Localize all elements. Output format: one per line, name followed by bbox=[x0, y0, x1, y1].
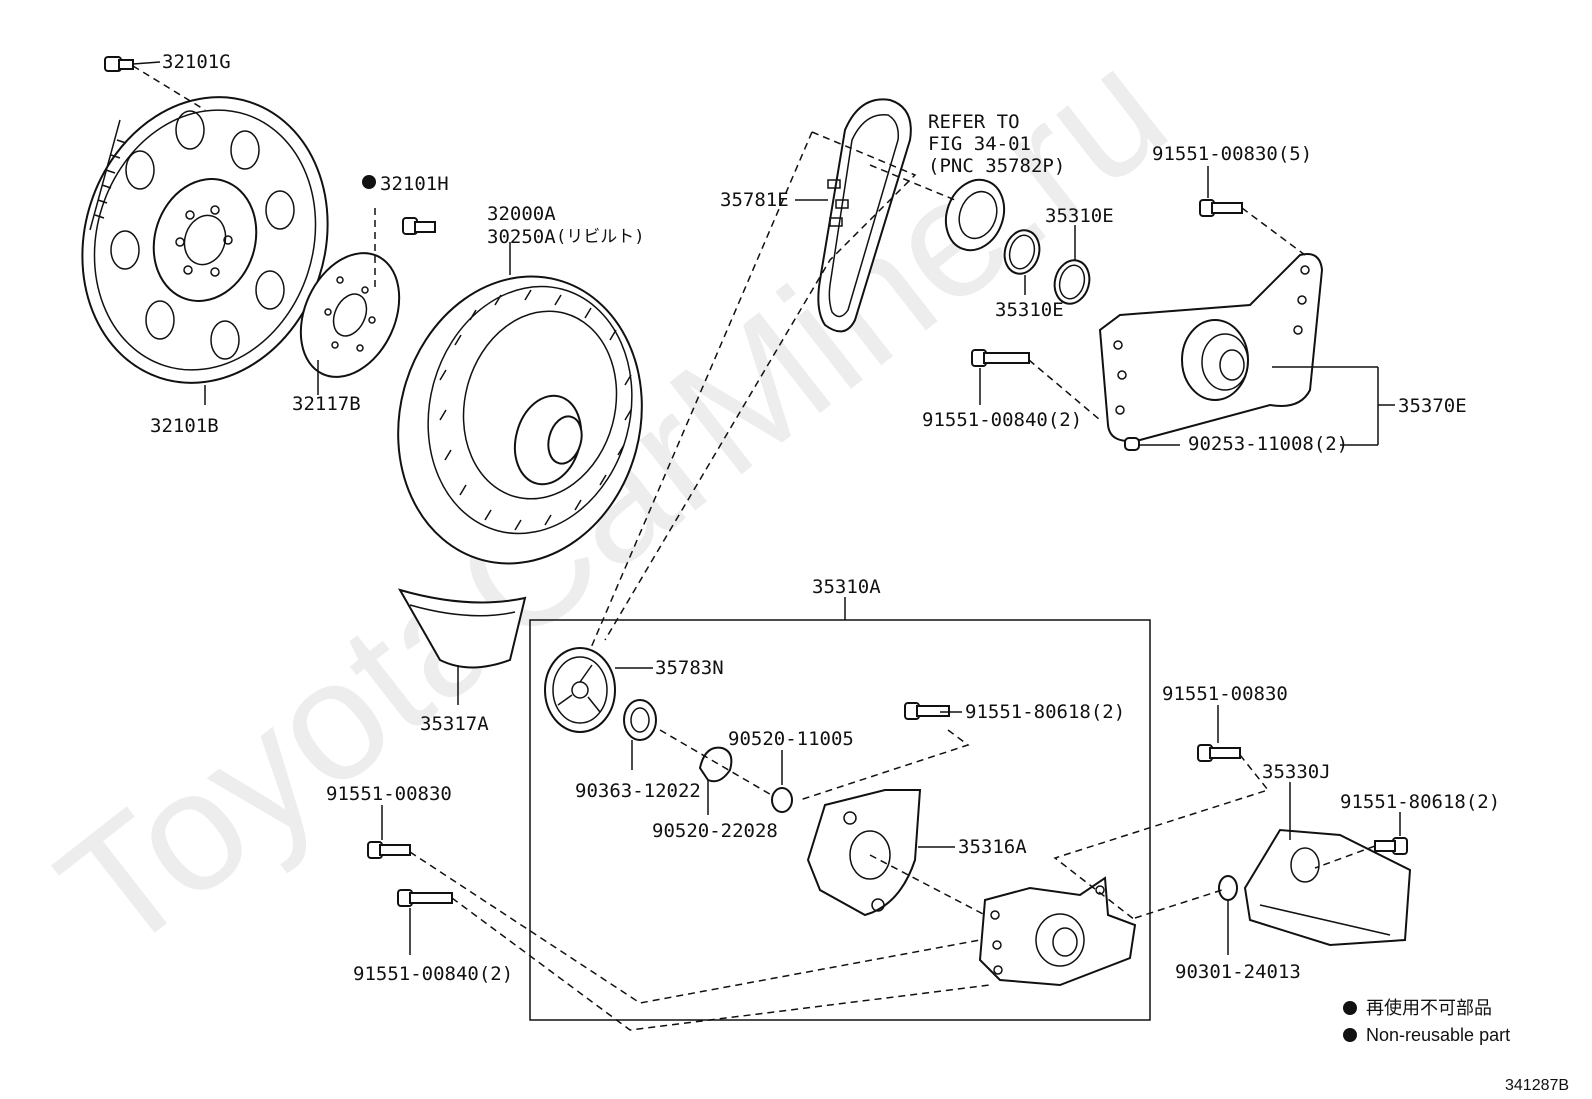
label-91551-80618-2-mid: 91551-80618(2) bbox=[965, 701, 1125, 723]
torque-converter-32000A[interactable] bbox=[367, 249, 674, 591]
bolt-91551-00830-left[interactable] bbox=[367, 841, 411, 859]
label-91551-00830-5: 91551-00830(5) bbox=[1152, 143, 1312, 165]
label-32101H: 32101H bbox=[380, 173, 449, 195]
legend-text-en: Non-reusable part bbox=[1366, 1025, 1510, 1045]
label-35783N: 35783N bbox=[655, 657, 724, 679]
bolt-32101G[interactable] bbox=[104, 56, 134, 72]
sprocket-35782P[interactable] bbox=[936, 172, 1013, 259]
bolt-91551-80618-2-mid[interactable] bbox=[904, 702, 950, 720]
reference-note-line1: REFER TO bbox=[928, 111, 1020, 133]
label-32101B: 32101B bbox=[150, 415, 219, 437]
oil-pump-body-35370E[interactable] bbox=[1098, 253, 1324, 442]
bolt-91551-80618-2-right[interactable] bbox=[1374, 837, 1408, 855]
label-35310E-upper: 35310E bbox=[1045, 205, 1114, 227]
bolt-91551-00840-2-bottom[interactable] bbox=[397, 889, 453, 907]
oil-pump-body-35310A[interactable] bbox=[978, 876, 1137, 987]
o-ring-90301-24013[interactable] bbox=[1218, 875, 1238, 901]
label-32117B: 32117B bbox=[292, 393, 361, 415]
legend-text-ja: 再使用不可部品 bbox=[1366, 998, 1492, 1018]
legend-marker-en bbox=[1343, 1028, 1357, 1042]
reference-note-line2: FIG 34-01 bbox=[928, 133, 1031, 155]
snap-ring-90520-22028[interactable] bbox=[698, 746, 733, 783]
label-35370E: 35370E bbox=[1398, 395, 1467, 417]
label-90301-24013: 90301-24013 bbox=[1175, 961, 1301, 983]
label-35317A: 35317A bbox=[420, 713, 489, 735]
label-91551-00830-right: 91551-00830 bbox=[1162, 683, 1288, 705]
bolt-91551-00830-5[interactable] bbox=[1199, 199, 1243, 217]
assembly-box-35310A bbox=[529, 619, 1151, 1021]
label-35310E-lower: 35310E bbox=[995, 299, 1064, 321]
legend-marker-ja bbox=[1343, 1001, 1357, 1015]
label-90363-12022: 90363-12022 bbox=[575, 780, 701, 802]
sprocket-35783N[interactable] bbox=[544, 647, 616, 733]
flywheel-32101B[interactable] bbox=[46, 65, 364, 415]
label-30250A: 30250A bbox=[487, 226, 556, 248]
label-35781E: 35781E bbox=[720, 189, 789, 211]
label-32000A: 32000A bbox=[487, 203, 556, 225]
pump-cover-35316A[interactable] bbox=[806, 789, 922, 917]
reference-note-line3: (PNC 35782P) bbox=[928, 155, 1065, 177]
label-30250A-note: (リビルト) bbox=[556, 227, 644, 247]
label-35310A: 35310A bbox=[812, 576, 881, 598]
drive-chain-35781E[interactable] bbox=[817, 98, 912, 333]
label-90520-11005: 90520-11005 bbox=[728, 728, 854, 750]
label-91551-80618-2-right: 91551-80618(2) bbox=[1340, 791, 1500, 813]
label-35316A: 35316A bbox=[958, 836, 1027, 858]
oil-seal-90363-12022[interactable] bbox=[623, 699, 657, 741]
bolt-91551-00830-right[interactable] bbox=[1197, 744, 1241, 762]
bolt-91551-00840-2-top[interactable] bbox=[971, 349, 1030, 367]
snap-ring-90520-11005[interactable] bbox=[771, 787, 793, 813]
label-91551-00830-left: 91551-00830 bbox=[326, 783, 452, 805]
bolt-32101H[interactable] bbox=[402, 217, 436, 235]
seal-ring-35310E-lower[interactable] bbox=[1000, 226, 1044, 277]
label-91551-00840-2-bottom: 91551-00840(2) bbox=[353, 963, 513, 985]
label-35330J: 35330J bbox=[1262, 761, 1331, 783]
label-90520-22028: 90520-22028 bbox=[652, 820, 778, 842]
figure-code: 341287B bbox=[1505, 1077, 1569, 1094]
label-90253-11008-2: 90253-11008(2) bbox=[1188, 433, 1348, 455]
label-32101G: 32101G bbox=[162, 51, 231, 73]
non-reusable-marker-32101H bbox=[362, 175, 376, 189]
pin-90253-11008-2[interactable] bbox=[1124, 437, 1140, 451]
label-91551-00840-2-top: 91551-00840(2) bbox=[922, 409, 1082, 431]
seal-ring-35310E-upper[interactable] bbox=[1050, 256, 1094, 307]
